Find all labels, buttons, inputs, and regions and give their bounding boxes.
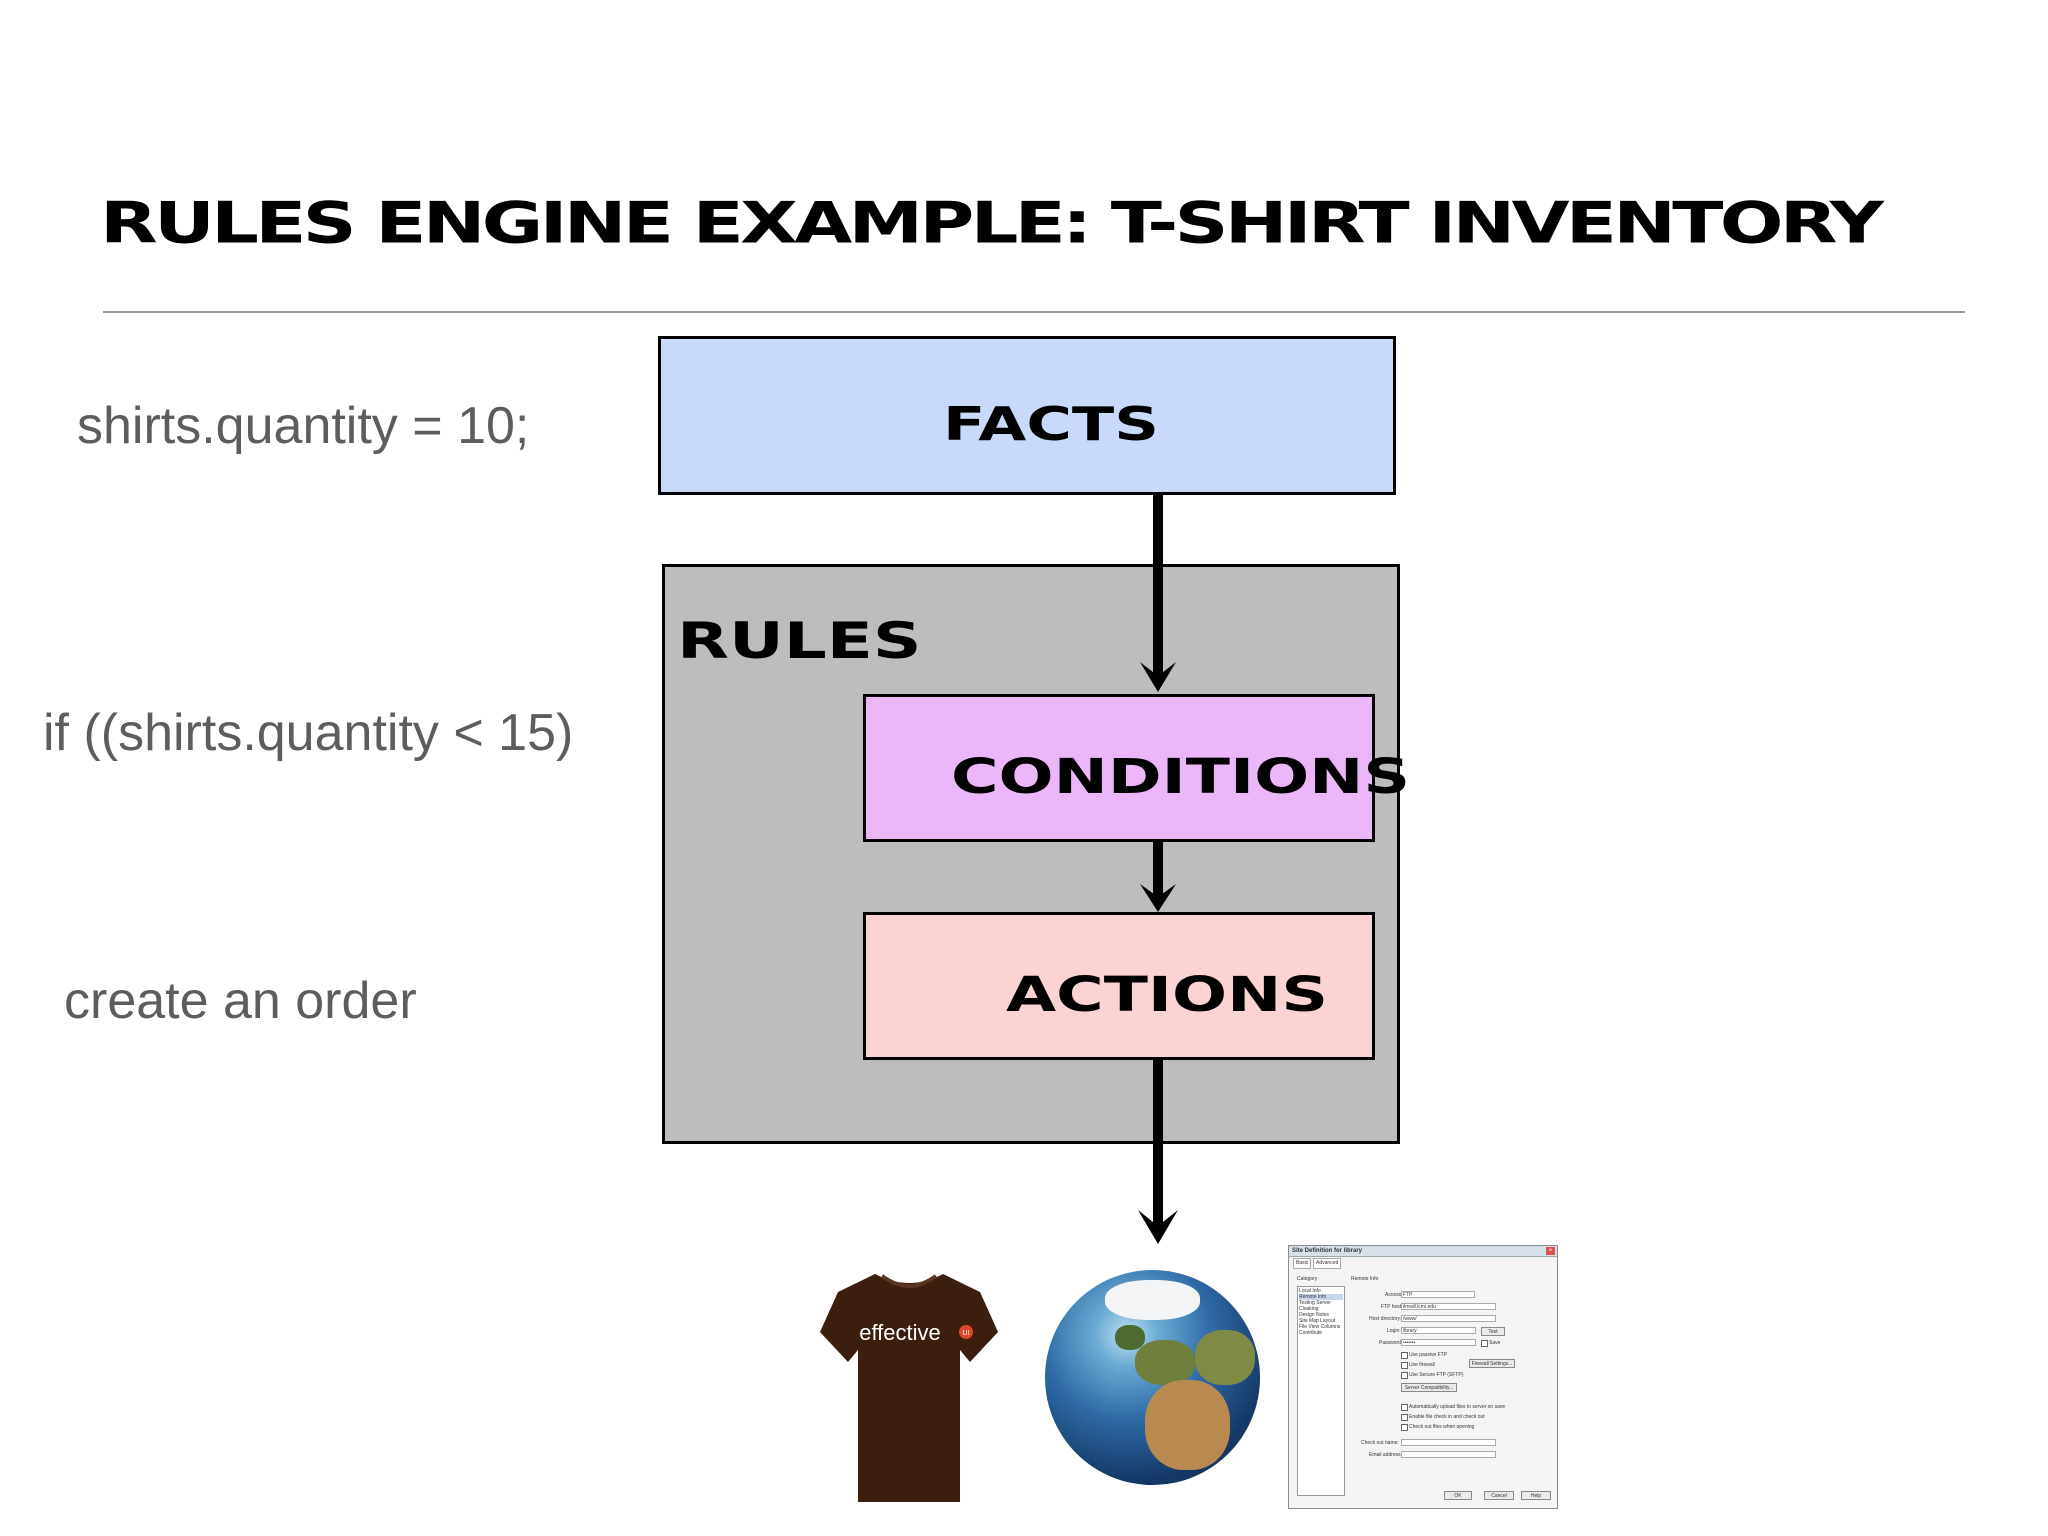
- checkout-name-field[interactable]: [1401, 1439, 1496, 1446]
- checkin-label: Enable file check in and check out: [1409, 1414, 1485, 1420]
- code-condition: if ((shirts.quantity < 15): [43, 704, 574, 762]
- tab-advanced[interactable]: Advanced: [1313, 1258, 1342, 1269]
- category-item[interactable]: Contribute: [1299, 1330, 1323, 1336]
- arrow-actions-to-outputs: [1138, 1060, 1178, 1244]
- access-select[interactable]: FTP: [1401, 1291, 1475, 1298]
- host-dir-field[interactable]: /www/: [1401, 1315, 1496, 1322]
- rules-label: RULES: [677, 612, 922, 670]
- save-label: Save: [1489, 1340, 1501, 1346]
- password-label: Password:: [1379, 1340, 1403, 1346]
- actions-label: ACTIONS: [1006, 967, 1329, 1023]
- host-dir-label: Host directory:: [1369, 1316, 1402, 1322]
- arrow-conditions-to-actions: [1140, 842, 1176, 912]
- passive-ftp-checkbox[interactable]: [1401, 1352, 1408, 1359]
- title-divider: [103, 311, 1965, 313]
- actions-box: ACTIONS: [863, 912, 1375, 1060]
- category-list[interactable]: Local Info Remote Info Testing Server Cl…: [1297, 1286, 1345, 1496]
- tshirt-icon: effective UI: [820, 1274, 998, 1502]
- close-icon[interactable]: ×: [1546, 1247, 1555, 1255]
- globe-icon: [1045, 1270, 1260, 1485]
- sftp-checkbox[interactable]: [1401, 1372, 1408, 1379]
- server-compat-button[interactable]: Server Compatibility...: [1401, 1383, 1457, 1392]
- shirt-badge-text: UI: [963, 1330, 970, 1337]
- site-definition-dialog: Site Definition for library × Basic Adva…: [1288, 1245, 1558, 1509]
- facts-box: FACTS: [658, 336, 1396, 495]
- email-label: Email address:: [1369, 1452, 1403, 1458]
- category-item[interactable]: Local Info: [1299, 1288, 1321, 1294]
- category-item[interactable]: File View Columns: [1299, 1324, 1341, 1330]
- ok-button[interactable]: OK: [1444, 1491, 1472, 1500]
- firewall-checkbox[interactable]: [1401, 1362, 1408, 1369]
- ftp-host-label: FTP host:: [1381, 1304, 1403, 1310]
- checkin-checkbox[interactable]: [1401, 1414, 1408, 1421]
- ftp-host-field[interactable]: ilmsdl.lcmi.edu: [1401, 1303, 1496, 1310]
- dialog-title: Site Definition for library: [1289, 1246, 1557, 1257]
- passive-ftp-label: Use passive FTP: [1409, 1352, 1448, 1358]
- auto-upload-checkbox[interactable]: [1401, 1404, 1408, 1411]
- category-item[interactable]: Cloaking: [1299, 1306, 1319, 1312]
- category-label: Category: [1297, 1276, 1318, 1282]
- facts-label: FACTS: [943, 397, 1160, 451]
- sftp-label: Use Secure FTP (SFTP): [1409, 1372, 1464, 1378]
- category-item[interactable]: Design Notes: [1299, 1312, 1330, 1318]
- firewall-settings-button[interactable]: Firewall Settings...: [1469, 1359, 1515, 1368]
- login-label: Login:: [1387, 1328, 1401, 1334]
- conditions-box: CONDITIONS: [863, 694, 1410, 842]
- shirt-brand-text: effective: [859, 1320, 941, 1345]
- save-checkbox[interactable]: [1481, 1340, 1488, 1347]
- login-field[interactable]: library: [1401, 1327, 1476, 1334]
- code-action: create an order: [64, 972, 417, 1030]
- category-item[interactable]: Remote Info: [1299, 1294, 1343, 1300]
- section-label: Remote Info: [1351, 1276, 1379, 1282]
- cancel-button[interactable]: Cancel: [1484, 1491, 1514, 1500]
- password-field[interactable]: •••••••: [1401, 1339, 1476, 1346]
- help-button[interactable]: Help: [1521, 1491, 1551, 1500]
- checkout-name-label: Check out name:: [1361, 1440, 1399, 1446]
- checkout-open-label: Check out files when opening: [1409, 1424, 1475, 1430]
- category-item[interactable]: Testing Server: [1299, 1300, 1331, 1306]
- checkout-open-checkbox[interactable]: [1401, 1424, 1408, 1431]
- arrow-facts-to-conditions: [1140, 495, 1176, 692]
- category-item[interactable]: Site Map Layout: [1299, 1318, 1336, 1324]
- conditions-label: CONDITIONS: [951, 749, 1411, 805]
- auto-upload-label: Automatically upload files to server on …: [1409, 1404, 1506, 1410]
- access-label: Access:: [1385, 1292, 1403, 1298]
- test-button[interactable]: Test: [1481, 1327, 1505, 1336]
- email-field[interactable]: [1401, 1451, 1496, 1458]
- code-facts: shirts.quantity = 10;: [77, 397, 530, 455]
- slide-title: RULES ENGINE EXAMPLE: T-SHIRT INVENTORY: [100, 190, 1884, 257]
- firewall-label: Use firewall: [1409, 1362, 1435, 1368]
- tab-basic[interactable]: Basic: [1293, 1258, 1312, 1269]
